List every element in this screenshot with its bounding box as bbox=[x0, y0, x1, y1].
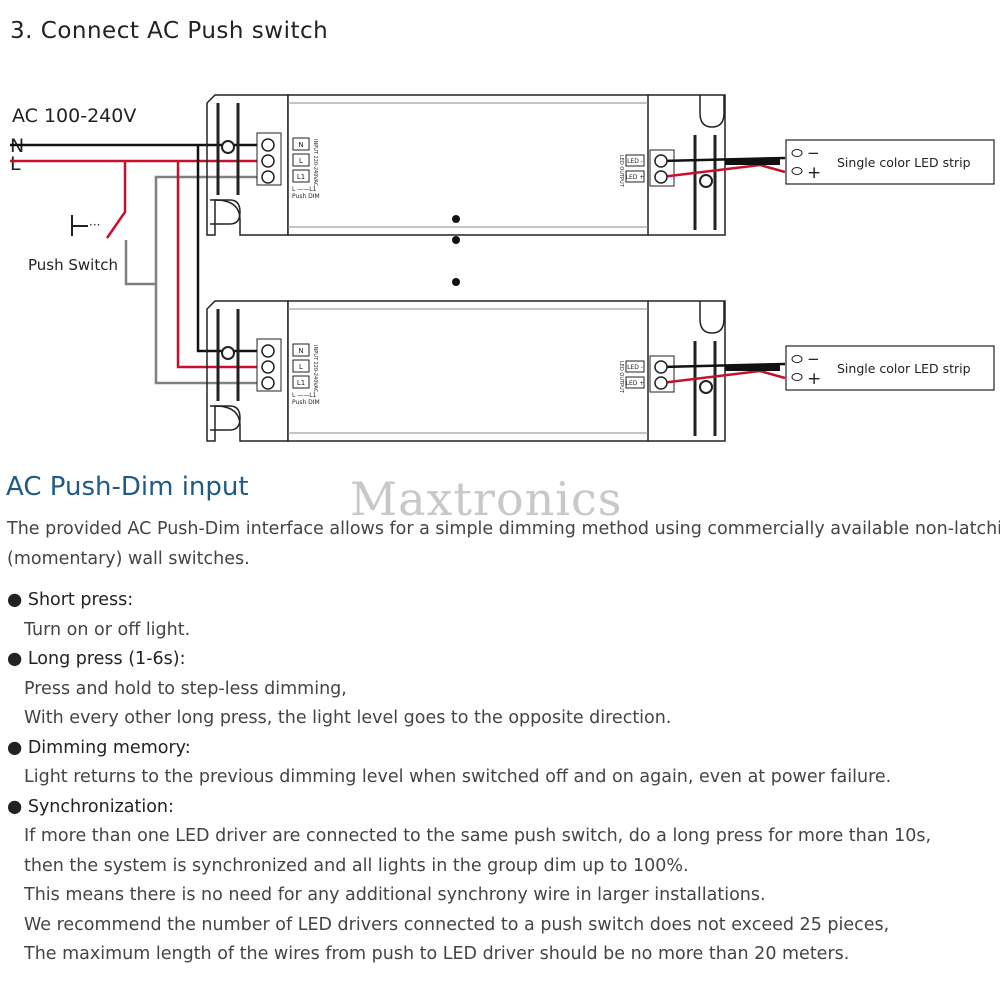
bullet-text: We recommend the number of LED drivers c… bbox=[24, 914, 890, 935]
pushdim-label: Push DIM bbox=[292, 193, 320, 200]
bullet-title: ● Long press (1-6s): bbox=[7, 649, 186, 669]
bullet-text: then the system is synchronized and all … bbox=[24, 855, 689, 876]
intro-text: The provided AC Push-Dim interface allow… bbox=[7, 519, 1000, 539]
switch-live-wire bbox=[105, 161, 127, 239]
terminal-label: L bbox=[299, 157, 303, 165]
push-switch-label: Push Switch bbox=[28, 256, 118, 274]
bullet-text: Press and hold to step-less dimming, bbox=[24, 678, 347, 699]
terminal-label: L bbox=[299, 363, 303, 371]
bullet-text: The maximum length of the wires from pus… bbox=[24, 944, 850, 964]
bullet-title: ● Synchronization: bbox=[7, 796, 174, 817]
terminal-label: LED - bbox=[627, 364, 643, 371]
led-output-label: LED OUTPUT bbox=[618, 361, 624, 394]
live-wire-2 bbox=[176, 161, 268, 369]
input-label: INPUT 220-240VAC bbox=[312, 345, 318, 393]
strip-label: Single color LED strip bbox=[837, 361, 971, 376]
ac-voltage-label: AC 100-240V bbox=[12, 105, 136, 127]
bullet-text: Turn on or off light. bbox=[24, 619, 191, 640]
plus-label: + bbox=[807, 163, 821, 183]
terminal-label: L1 bbox=[297, 379, 305, 387]
strip-label: Single color LED strip bbox=[837, 155, 971, 170]
led-strip-box: −+ Single color LED strip bbox=[785, 139, 995, 185]
terminal-label: N bbox=[298, 347, 303, 355]
output-wires bbox=[660, 362, 786, 385]
pushdim-label: L ——L1 bbox=[292, 392, 317, 399]
terminal-label: L1 bbox=[297, 173, 305, 181]
bullet-title: ● Short press: bbox=[7, 590, 134, 610]
bullet-text: This means there is no need for any addi… bbox=[24, 885, 766, 905]
pushdim-wire bbox=[154, 175, 268, 385]
ellipsis-dots bbox=[452, 215, 460, 286]
terminal-label: N bbox=[298, 141, 303, 149]
terminal-label: LED + bbox=[626, 174, 645, 181]
svg-text:···: ··· bbox=[89, 218, 100, 232]
neutral-wire-2 bbox=[196, 145, 268, 353]
intro-text: (momentary) wall switches. bbox=[7, 549, 250, 569]
plus-label: + bbox=[807, 369, 821, 389]
led-strip-box: −+ Single color LED strip bbox=[785, 345, 995, 391]
bullet-text: With every other long press, the light l… bbox=[24, 708, 672, 728]
input-label: INPUT 220-240VAC bbox=[312, 139, 318, 187]
output-wires bbox=[660, 156, 786, 179]
section-heading: AC Push-Dim input bbox=[6, 472, 249, 502]
minus-label: − bbox=[807, 350, 820, 368]
terminal-label: LED + bbox=[626, 380, 645, 387]
watermark: Maxtronics bbox=[350, 472, 623, 526]
minus-label: − bbox=[807, 144, 820, 162]
bullet-title: ● Dimming memory: bbox=[7, 737, 191, 758]
terminal-label: LED - bbox=[627, 158, 643, 165]
live-label: L bbox=[10, 153, 21, 175]
led-output-label: LED OUTPUT bbox=[618, 155, 624, 188]
pushdim-label: L ——L1 bbox=[292, 186, 317, 193]
section-title: 3. Connect AC Push switch bbox=[10, 18, 329, 44]
bullet-text: If more than one LED driver are connecte… bbox=[24, 826, 932, 846]
pushdim-label: Push DIM bbox=[292, 399, 320, 406]
bullet-text: Light returns to the previous dimming le… bbox=[24, 767, 892, 787]
push-switch-icon bbox=[71, 215, 88, 236]
switch-dim-wire bbox=[124, 240, 156, 286]
